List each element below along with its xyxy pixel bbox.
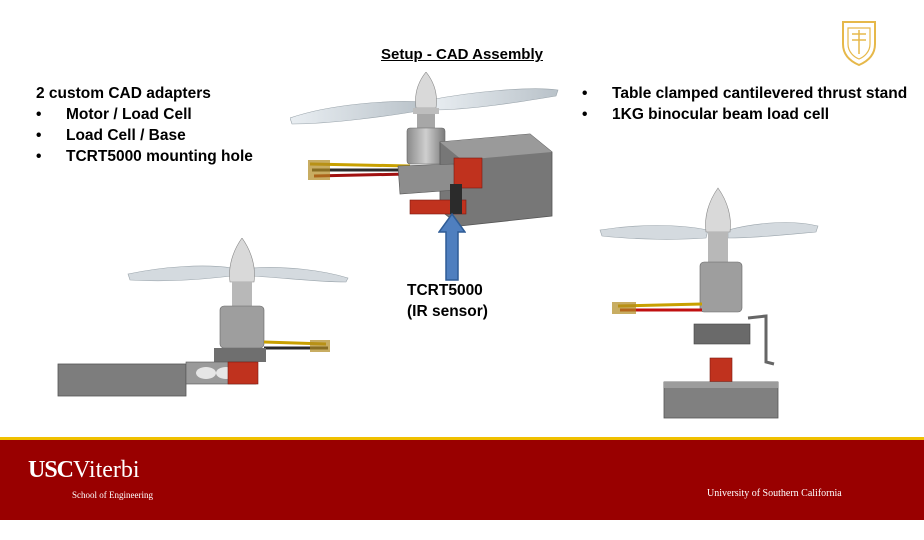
- sensor-label: TCRT5000 (IR sensor): [407, 280, 488, 322]
- logo-viterbi-text: Viterbi: [73, 457, 140, 483]
- adapter-list: 2 custom CAD adapters Motor / Load Cell …: [36, 83, 296, 167]
- adapter-heading: 2 custom CAD adapters: [36, 85, 211, 102]
- pointer-arrow-icon: [438, 212, 466, 281]
- right-cad-exploded-view-image: [599, 187, 819, 419]
- list-item: Load Cell / Base: [36, 125, 296, 146]
- list-item: 1KG binocular beam load cell: [582, 104, 912, 125]
- sensor-label-name: TCRT5000: [407, 282, 483, 299]
- left-cad-side-view-image: [57, 238, 349, 397]
- list-item: Table clamped cantilevered thrust stand: [582, 83, 912, 104]
- slide-title: Setup - CAD Assembly: [381, 46, 543, 63]
- usc-viterbi-logo: USCViterbi School of Engineering: [28, 457, 153, 500]
- list-item: TCRT5000 mounting hole: [36, 146, 296, 167]
- footer-bar: USCViterbi School of Engineering Univers…: [0, 437, 924, 520]
- sensor-label-description: (IR sensor): [407, 303, 488, 320]
- university-name: University of Southern California: [707, 488, 842, 499]
- center-cad-assembly-image: [290, 72, 559, 227]
- logo-usc-text: USC: [28, 457, 74, 483]
- stand-description-list: Table clamped cantilevered thrust stand …: [582, 83, 912, 125]
- list-item: Motor / Load Cell: [36, 104, 296, 125]
- school-name: School of Engineering: [72, 490, 153, 500]
- usc-seal-icon: [842, 21, 876, 66]
